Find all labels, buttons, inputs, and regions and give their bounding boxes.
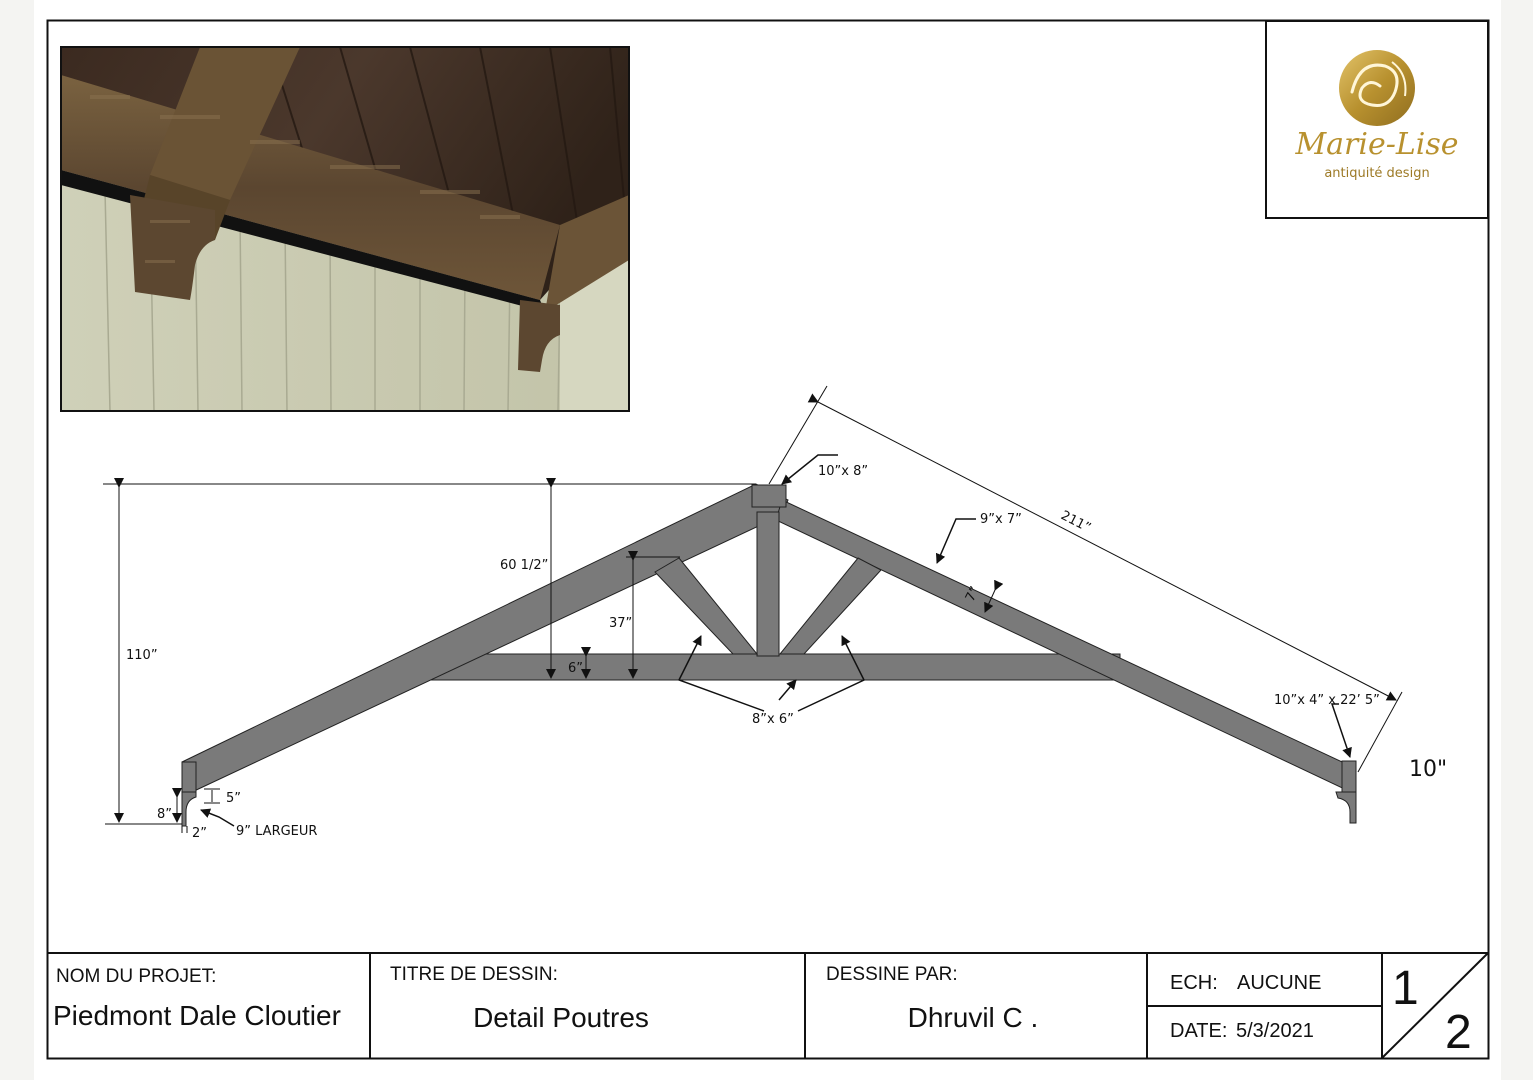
label-top-block: 10”x 8” — [818, 464, 868, 479]
label-end-post: 10”x 4” x 22’ 5” — [1274, 693, 1380, 708]
title-block — [48, 952, 1489, 1059]
label-height-37: 37” — [609, 616, 632, 631]
title-block-text: NOM DU PROJET: Piedmont Dale Cloutier TI… — [53, 962, 1472, 1059]
label-chord-6: 6” — [568, 661, 583, 676]
king-post — [756, 511, 780, 657]
sheet-number: 1 — [1392, 962, 1419, 1015]
date-label: DATE: — [1170, 1020, 1227, 1042]
label-webs: 8”x 6” — [752, 712, 794, 727]
label-corbel-width: 9” LARGEUR — [236, 824, 317, 839]
left-end-post — [181, 761, 197, 793]
top-block — [751, 484, 787, 508]
label-height-110: 110” — [126, 648, 158, 663]
label-rafter-thickness: 7” — [963, 584, 983, 604]
label-rafter: 9”x 7” — [980, 512, 1022, 527]
label-height-60: 60 1/2” — [500, 558, 548, 573]
logo-tagline: antiquité design — [1324, 166, 1429, 181]
label-corbel-8: 8” — [157, 807, 172, 822]
drawn-by-value: Dhruvil C . — [908, 1002, 1039, 1033]
drawing-title-label: TITRE DE DESSIN: — [390, 964, 558, 985]
date-value: 5/3/2021 — [1236, 1020, 1314, 1042]
truss-beams — [181, 483, 1357, 827]
dimension-labels: 10”x 8” 9”x 7” 211” 7” 60 1/2” 37” 110” … — [126, 464, 1447, 841]
leader-arrows — [200, 454, 1352, 827]
drawn-by-label: DESSINE PAR: — [826, 964, 958, 985]
sheet-border — [46, 19, 1490, 1060]
left-web — [654, 557, 759, 655]
label-corbel-5: 5” — [226, 791, 241, 806]
bottom-chord — [419, 653, 1121, 681]
logo-emblem-icon — [1339, 50, 1415, 126]
project-label: NOM DU PROJET: — [56, 966, 216, 987]
project-value: Piedmont Dale Cloutier — [53, 1000, 341, 1031]
beam-render-image — [60, 46, 630, 412]
right-rafter — [775, 499, 1356, 795]
right-web — [778, 557, 882, 655]
logo-name: Marie-Lise — [1294, 127, 1458, 162]
left-corbel — [181, 791, 197, 827]
sheet-total: 2 — [1445, 1006, 1472, 1059]
drawing-title-value: Detail Poutres — [473, 1002, 649, 1033]
label-corbel-2: 2” — [192, 826, 207, 841]
left-rafter — [181, 483, 789, 793]
scale-value: AUCUNE — [1237, 972, 1321, 994]
company-logo: Marie-Lise antiquité design — [1265, 20, 1489, 219]
right-end-post — [1341, 760, 1357, 795]
scale-label: ECH: — [1170, 972, 1218, 994]
right-corbel — [1335, 791, 1357, 824]
label-corbel-10: 10" — [1409, 757, 1447, 782]
dimension-lines — [103, 385, 1403, 833]
label-rafter-length: 211” — [1058, 508, 1093, 536]
